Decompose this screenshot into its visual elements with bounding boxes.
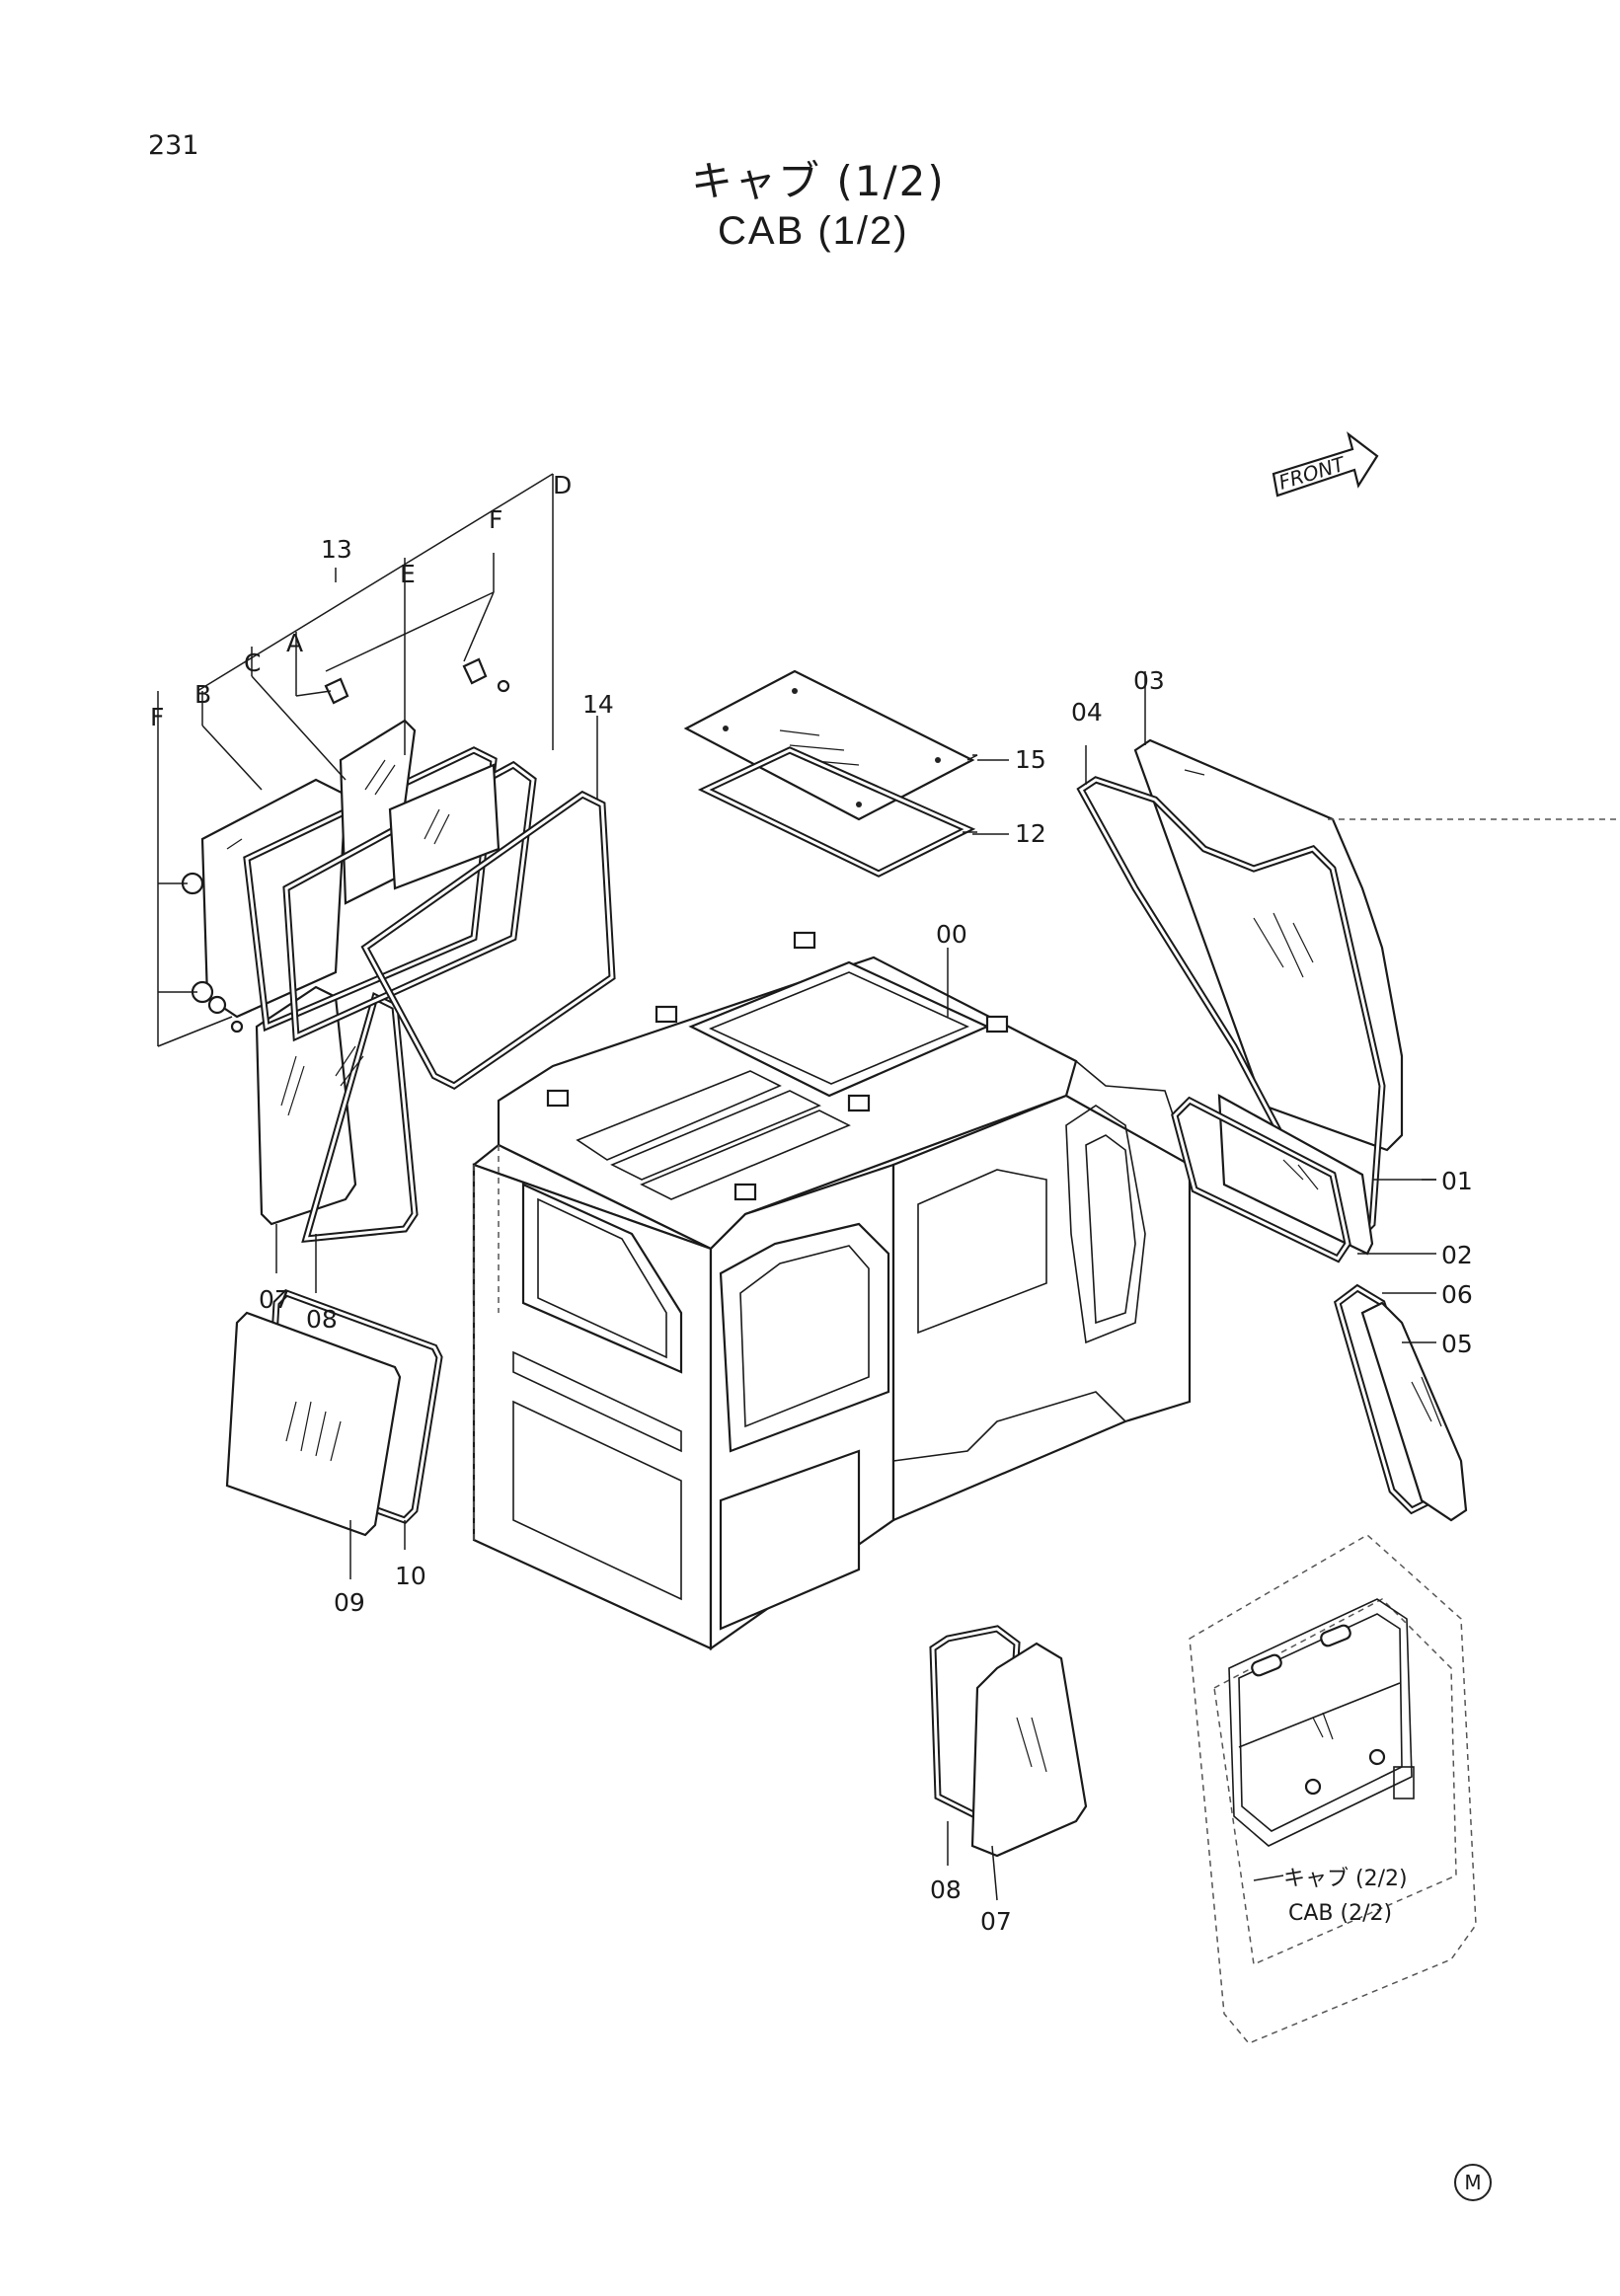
quarter-window-seal-08-left [301, 991, 419, 1243]
letter-e: E [400, 560, 416, 588]
side-window-glass-09 [225, 1311, 402, 1537]
front-arrow-icon: FRONT [1272, 431, 1379, 497]
roof-glass [683, 669, 975, 821]
letter-f-left: F [150, 703, 164, 731]
front-label: FRONT [1275, 451, 1349, 494]
reference-label-english: CAB (2/2) [1288, 1901, 1392, 1926]
page-title-japanese: キャブ (1/2) [691, 157, 946, 205]
callout-02: 02 [1441, 1241, 1473, 1269]
front-window-seal [1076, 776, 1386, 1244]
letter-f-right: F [489, 505, 502, 534]
page-number: 231 [148, 130, 199, 161]
letter-b: B [194, 680, 211, 709]
callout-00: 00 [936, 920, 967, 949]
callout-06: 06 [1441, 1280, 1473, 1309]
callout-03: 03 [1133, 666, 1165, 695]
callout-07-left: 07 [259, 1285, 290, 1314]
letter-a: A [286, 629, 303, 657]
corner-mark-icon: M [1454, 2164, 1492, 2201]
callout-12: 12 [1015, 819, 1046, 848]
roof-seal [697, 746, 976, 878]
callout-07-bottom: 07 [980, 1907, 1012, 1936]
letter-d: D [553, 471, 572, 499]
cab-reference-panel [1189, 1534, 1477, 2044]
page-title-english: CAB (1/2) [718, 209, 909, 253]
callout-01: 01 [1441, 1167, 1473, 1195]
front-window-glass [1133, 738, 1404, 1152]
callout-14: 14 [582, 690, 614, 719]
side-window-seal-02 [1171, 1096, 1351, 1263]
rear-window-glass-05 [1360, 1301, 1468, 1522]
callout-leader-lines [275, 671, 1436, 1901]
callout-13: 13 [321, 535, 352, 564]
callout-05: 05 [1441, 1330, 1473, 1358]
callout-10: 10 [395, 1562, 426, 1590]
letter-c: C [244, 649, 261, 677]
callout-08-bottom: 08 [930, 1875, 962, 1904]
callout-15: 15 [1015, 745, 1046, 774]
callout-09: 09 [334, 1588, 365, 1617]
door-window-group [181, 657, 616, 1091]
reference-label-japanese: キャブ (2/2) [1283, 1867, 1408, 1891]
group-leader-lines [157, 473, 598, 1047]
cab-body [472, 931, 1192, 1651]
callout-04: 04 [1071, 698, 1103, 727]
quarter-window-glass-07-bottom [970, 1642, 1088, 1858]
callout-08-left: 08 [306, 1305, 338, 1334]
